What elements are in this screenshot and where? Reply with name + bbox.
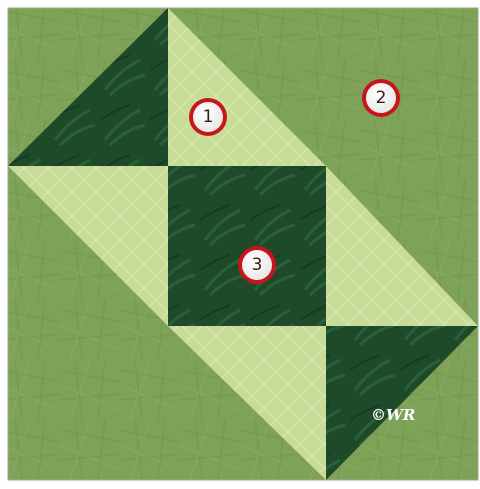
marker-2: 2 [362, 79, 400, 117]
copyright-mark: ©WR [371, 406, 415, 424]
marker-3: 3 [238, 246, 276, 284]
marker-1: 1 [189, 98, 227, 136]
marker-3-label: 3 [252, 255, 263, 275]
marker-2-label: 2 [376, 88, 387, 108]
marker-1-label: 1 [203, 107, 214, 127]
center-dark-square [168, 166, 326, 326]
